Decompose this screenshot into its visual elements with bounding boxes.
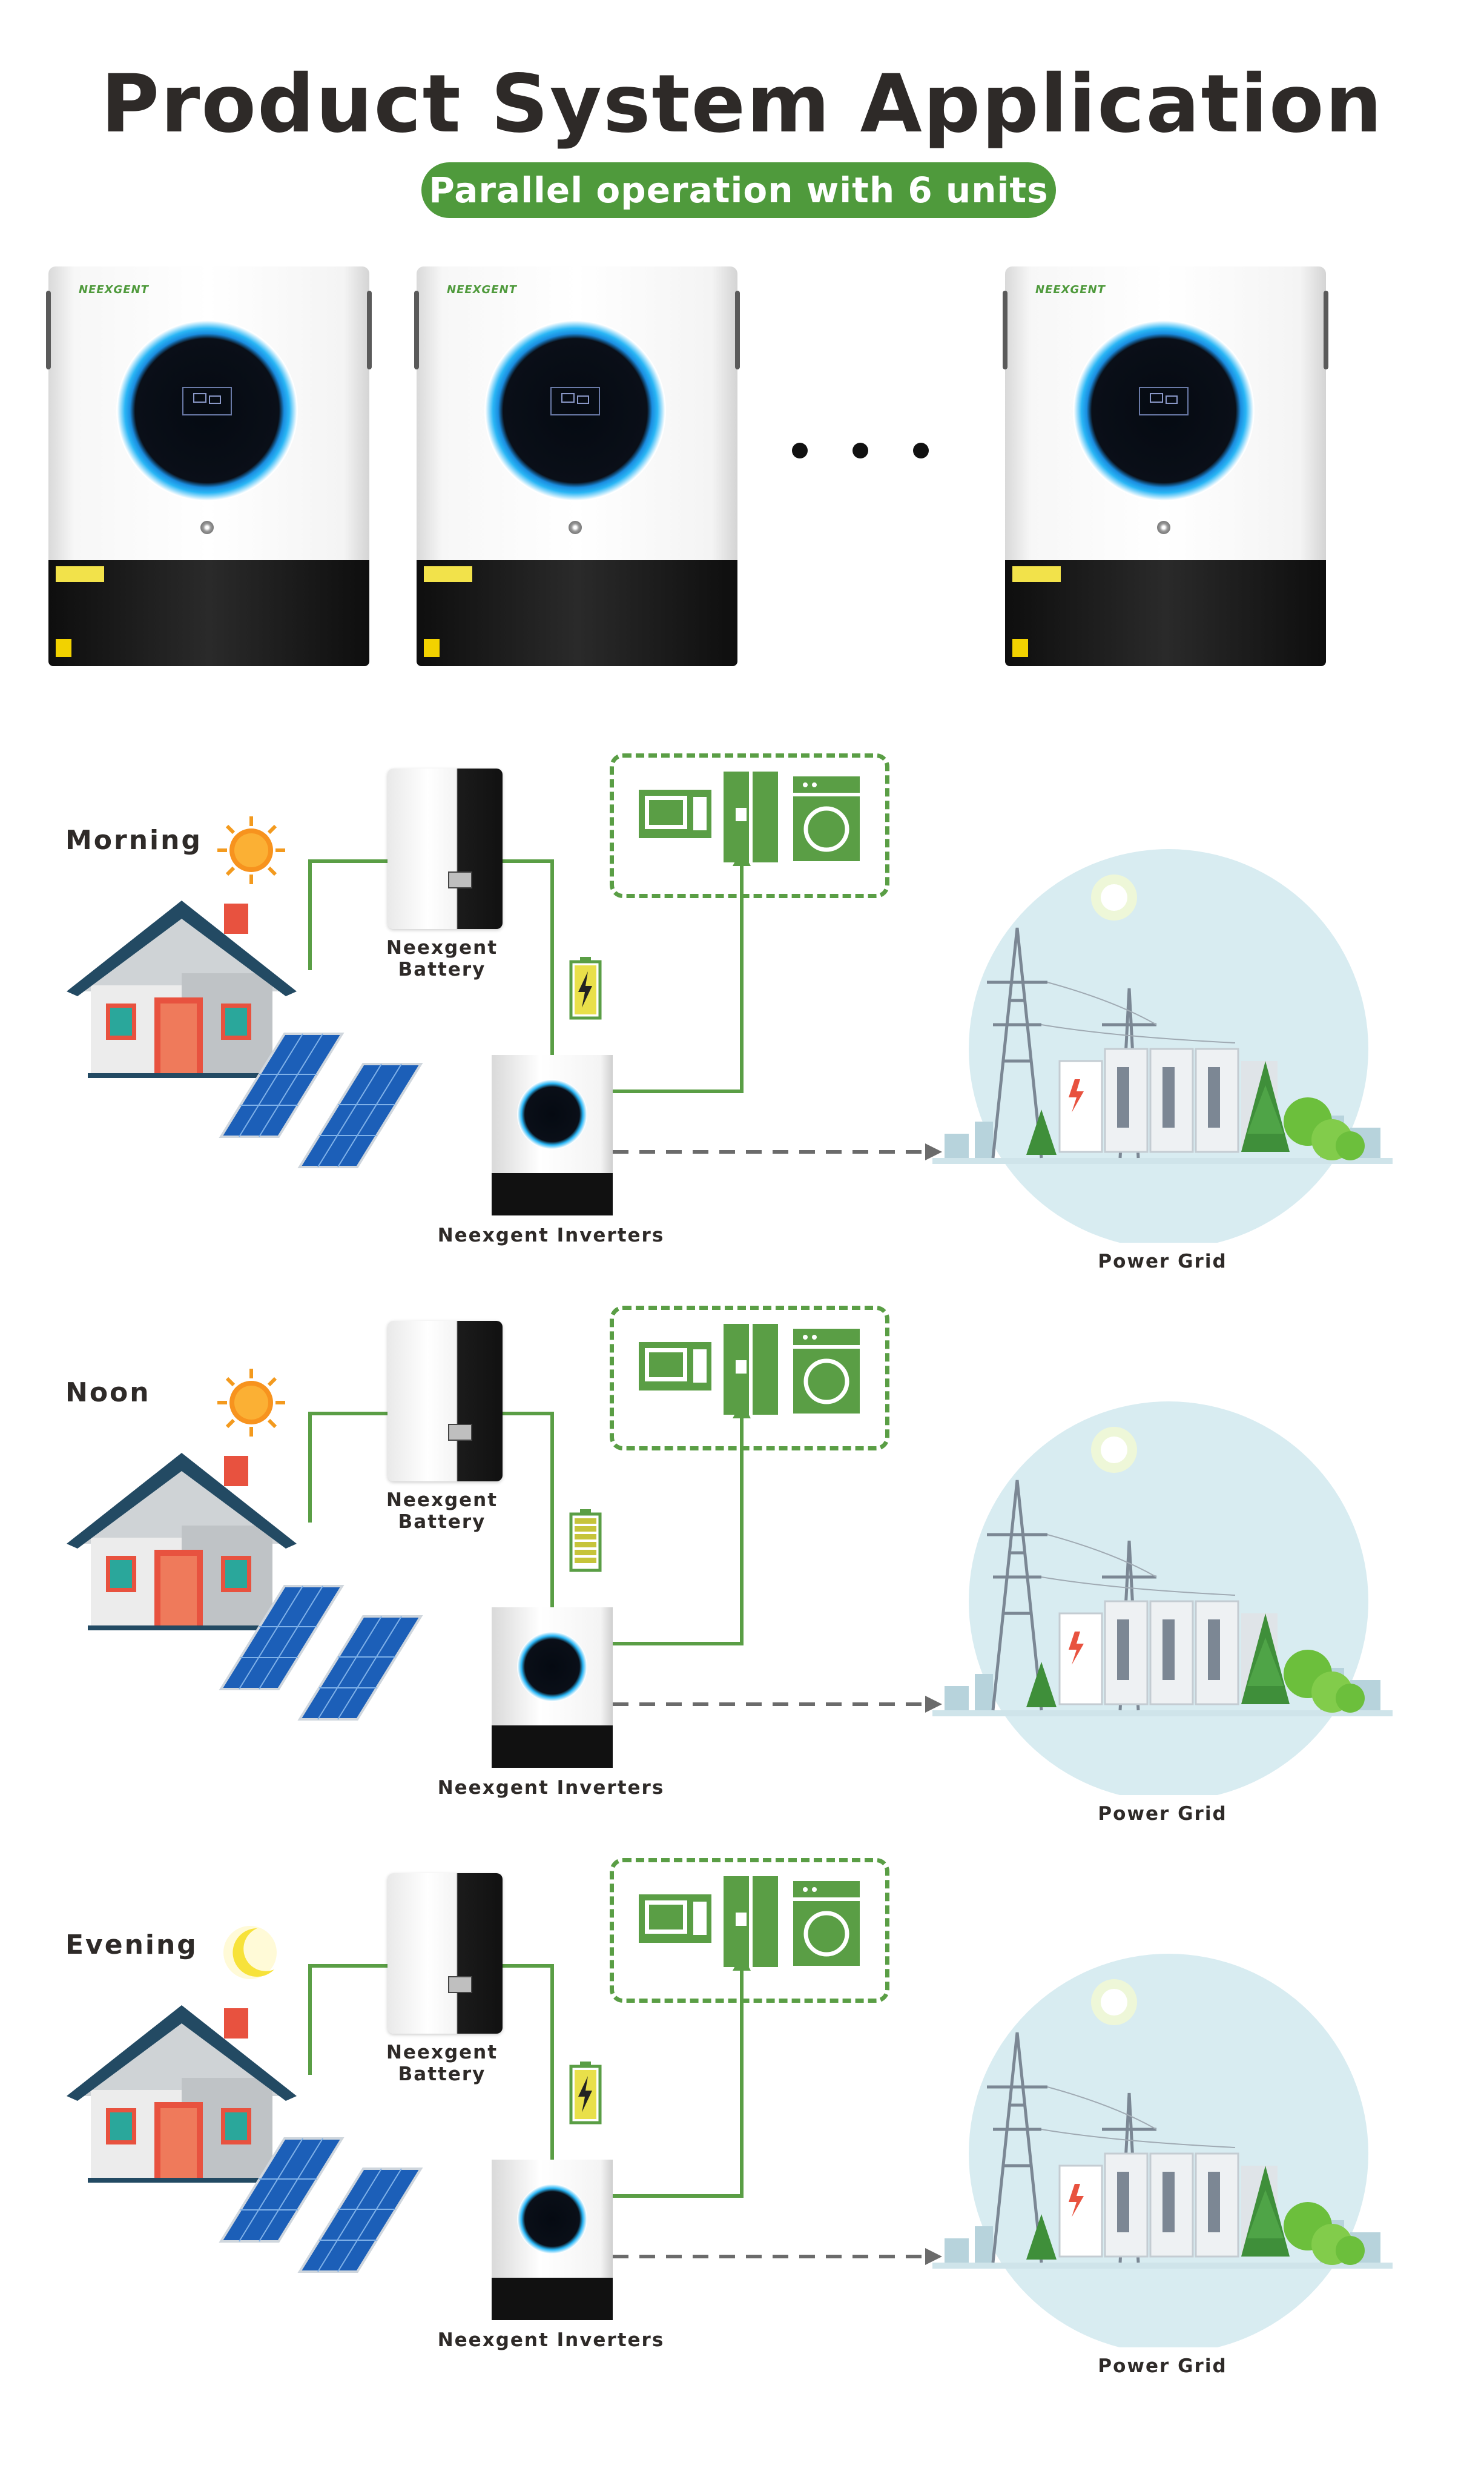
inverter-unit-3: NEEXGENT <box>1003 266 1328 666</box>
appliance-group <box>610 1858 889 2003</box>
charging-icon <box>569 957 602 1020</box>
sun-icon <box>217 816 285 884</box>
caution-sticker <box>56 566 104 582</box>
scenario-morning: Morning <box>0 753 1484 1370</box>
moon-icon <box>223 1926 277 1979</box>
inverter-label: Neexgent Inverters <box>437 1777 665 1799</box>
house-icon <box>67 901 297 1078</box>
microwave-icon <box>639 1342 711 1390</box>
solar-panel-icon <box>219 2137 423 2273</box>
refrigerator-icon <box>724 1324 778 1415</box>
full-battery-icon <box>569 1509 602 1572</box>
screw-icon <box>200 521 214 534</box>
power-grid-icon <box>932 849 1393 1243</box>
inverter-unit <box>492 1607 613 1768</box>
refrigerator-icon <box>724 772 778 862</box>
washing-machine-icon <box>793 1329 860 1414</box>
power-grid-icon <box>932 1954 1393 2347</box>
scenario-noon: Noon <box>0 1306 1484 1922</box>
appliance-icons <box>639 1324 860 1415</box>
subtitle-badge: Parallel operation with 6 units <box>421 162 1056 218</box>
washing-machine-icon <box>793 776 860 861</box>
inverter-unit <box>492 2160 613 2320</box>
inverter-unit <box>492 1055 613 1215</box>
scenario-evening: Evening <box>0 1858 1484 2475</box>
ellipsis-dot-icon <box>852 443 868 458</box>
time-label: Morning <box>65 825 202 856</box>
caution-sticker <box>1012 566 1061 582</box>
display-ring-icon <box>484 320 666 501</box>
solar-panel-icon <box>219 1585 423 1721</box>
warning-icon <box>1012 639 1028 657</box>
battery-unit <box>387 1873 503 2034</box>
caution-sticker <box>424 566 472 582</box>
power-grid-icon <box>932 1401 1393 1795</box>
time-label: Noon <box>65 1377 151 1408</box>
appliance-icons <box>639 772 860 862</box>
house-icon <box>67 1453 297 1630</box>
display-screen-icon <box>1139 387 1189 415</box>
sun-icon <box>217 1369 285 1437</box>
brand-logo: NEEXGENT <box>79 283 149 296</box>
solar-panel-icon <box>219 1033 423 1168</box>
grid-label: Power Grid <box>1098 1251 1227 1272</box>
screw-icon <box>569 521 582 534</box>
battery-label: Neexgent Battery <box>386 937 498 980</box>
display-ring-icon <box>517 1632 587 1702</box>
refrigerator-icon <box>724 1876 778 1967</box>
display-ring-icon <box>517 1079 587 1149</box>
microwave-icon <box>639 1894 711 1943</box>
appliance-icons <box>639 1876 860 1967</box>
battery-unit <box>387 769 503 929</box>
warning-icon <box>424 639 440 657</box>
ellipsis-dot-icon <box>792 443 808 458</box>
battery-label: Neexgent Battery <box>386 2042 498 2085</box>
battery-unit <box>387 1321 503 1481</box>
grid-label: Power Grid <box>1098 1803 1227 1825</box>
display-screen-icon <box>182 387 232 415</box>
display-ring-icon <box>116 320 298 501</box>
brand-logo: NEEXGENT <box>1035 283 1106 296</box>
house-icon <box>67 2005 297 2183</box>
battery-label: Neexgent Battery <box>386 1489 498 1533</box>
warning-icon <box>56 639 71 657</box>
display-ring-icon <box>517 2184 587 2254</box>
page-title: Product System Application <box>101 58 1383 151</box>
ellipsis-dot-icon <box>913 443 929 458</box>
inverter-label: Neexgent Inverters <box>437 1225 665 1246</box>
appliance-group <box>610 753 889 898</box>
time-label: Evening <box>65 1929 198 1960</box>
grid-label: Power Grid <box>1098 2355 1227 2377</box>
brand-logo: NEEXGENT <box>447 283 517 296</box>
charging-icon <box>569 2062 602 2125</box>
microwave-icon <box>639 790 711 838</box>
display-ring-icon <box>1073 320 1255 501</box>
inverter-unit-2: NEEXGENT <box>414 266 740 666</box>
display-screen-icon <box>550 387 600 415</box>
washing-machine-icon <box>793 1881 860 1966</box>
screw-icon <box>1157 521 1170 534</box>
appliance-group <box>610 1306 889 1450</box>
inverter-unit-1: NEEXGENT <box>46 266 372 666</box>
inverter-label: Neexgent Inverters <box>437 2329 665 2351</box>
